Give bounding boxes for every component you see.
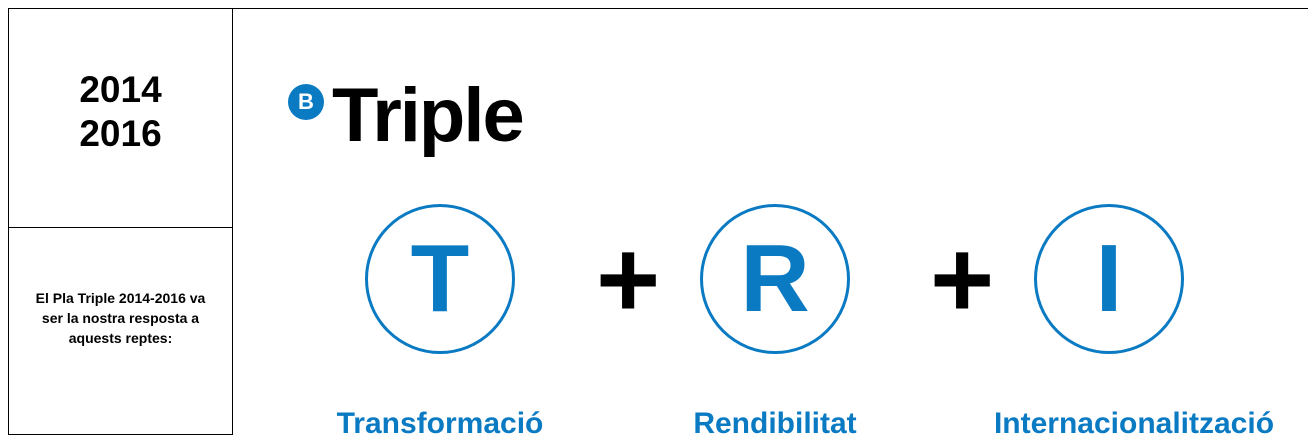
start-year: 2014 — [79, 69, 162, 110]
frame-left-border — [8, 8, 9, 435]
pillar-label-rendibilitat: Rendibilitat — [693, 407, 857, 440]
pillar-letter-r: R — [740, 225, 810, 332]
pillar-letter-t: T — [410, 225, 470, 332]
frame-top-border — [8, 8, 1308, 9]
end-year: 2016 — [79, 113, 162, 154]
pillar-circle-i: I — [1034, 204, 1184, 354]
sidebar-section-divider — [8, 227, 233, 228]
pillar-letter-i: I — [1095, 225, 1123, 332]
pillar-label-transformacio: Transformació — [336, 407, 544, 440]
pillar-circle-r: R — [700, 204, 850, 354]
section-badge: B — [288, 84, 324, 120]
pillar-label-internacionalitzacio: Internacionalització — [993, 407, 1275, 440]
plus-icon: + — [596, 218, 661, 341]
pillar-circle-t: T — [365, 204, 515, 354]
plus-icon: + — [930, 218, 995, 341]
intro-text: El Pla Triple 2014-2016 va ser la nostra… — [35, 290, 206, 346]
period-years: 2014 2016 — [8, 68, 233, 156]
page-title: Triple — [332, 73, 525, 158]
sidebar-divider — [232, 8, 233, 435]
frame-bottom-border — [8, 434, 233, 435]
